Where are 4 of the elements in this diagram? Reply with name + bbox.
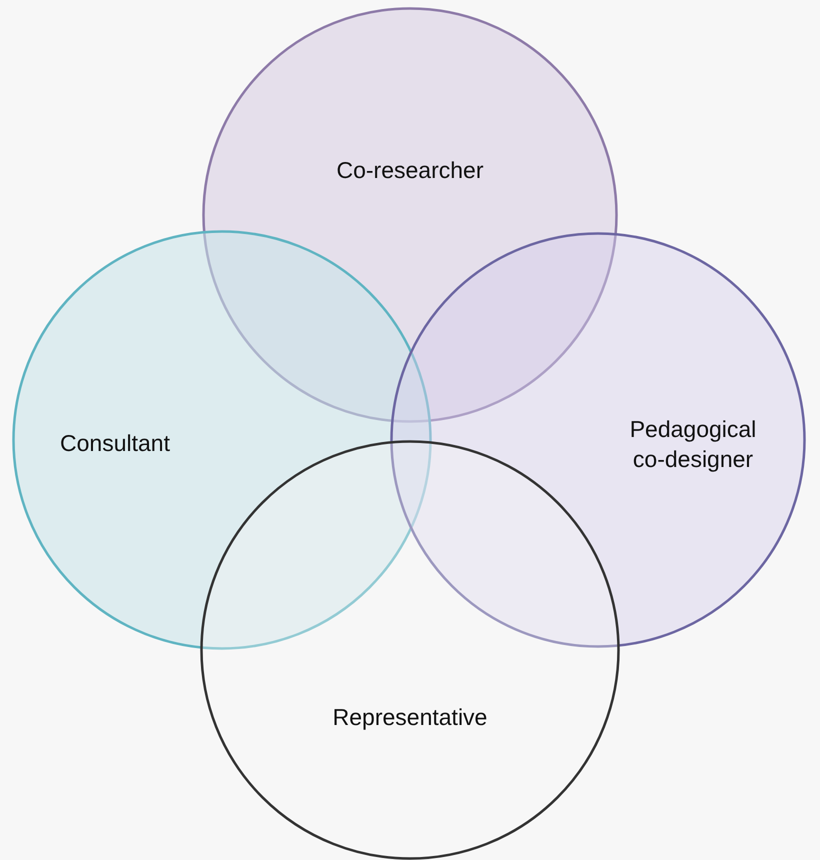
circle-label: Representative: [332, 703, 488, 732]
circle-label: Pedagogical co-designer: [628, 415, 758, 474]
circle-label: Co-researcher: [336, 156, 484, 185]
circle-label: Consultant: [59, 429, 171, 458]
